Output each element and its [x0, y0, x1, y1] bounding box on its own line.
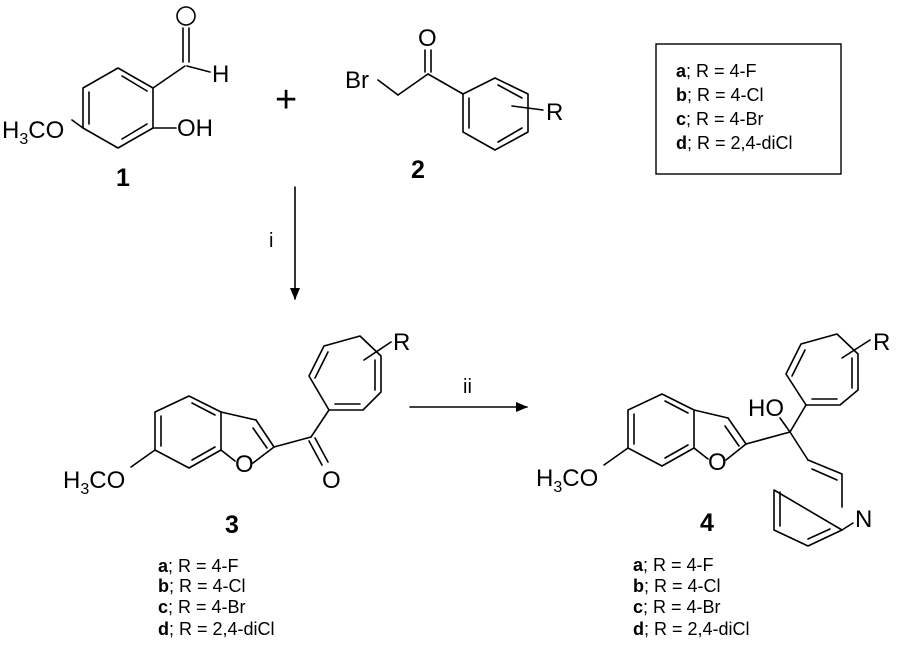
c2-bromine-atom: Br — [345, 67, 369, 94]
c4-benzo-ring — [627, 393, 695, 467]
c4-pyridyl-bond — [789, 431, 809, 461]
c3-variant-d: d; R = 2,4-diCl — [158, 619, 275, 639]
c4-pyridine-ring — [773, 459, 843, 547]
c3-furan-double-bond — [255, 419, 275, 448]
c3-r-group: R — [393, 329, 410, 356]
c3-furan-double-bond — [252, 427, 268, 449]
substituent-box-list: a; R = 4-F b; R = 4-Cl c; R = 4-Br d; R … — [676, 61, 793, 153]
c3-variant-b: b; R = 4-Cl — [158, 576, 246, 596]
c4-benzo-double-bond — [664, 400, 689, 414]
c3-carbonyl-bond — [273, 436, 312, 448]
c4-aryl-ring — [785, 333, 859, 406]
c4-r-bond — [841, 339, 871, 359]
box-item-d: d; R = 2,4-diCl — [676, 133, 793, 153]
box-item-b: b; R = 4-Cl — [676, 85, 764, 105]
c3-furan-bond — [220, 411, 257, 421]
c4-r-group: R — [873, 329, 890, 356]
c4-variant-d: d; R = 2,4-diCl — [633, 619, 750, 639]
c1-ome-bond — [71, 119, 84, 129]
c4-variant-a: a; R = 4-F — [633, 555, 714, 575]
c3-furan-oxygen: O — [235, 451, 254, 478]
c4-aryl-bond — [789, 404, 807, 433]
compound-2-label: 2 — [411, 156, 425, 184]
compound-4: O HO R N H3CO 4 a; R = 4-F b; R = 4-Cl c… — [536, 329, 890, 639]
c4-furan-bond — [693, 447, 709, 460]
c3-aryl-double-bond — [314, 351, 329, 379]
c3-variant-a: a; R = 4-F — [158, 556, 239, 576]
c1-oxygen-atom — [176, 6, 196, 26]
c4-pyridine-nitrogen: N — [855, 506, 872, 533]
compound-2: Br O R 2 — [345, 25, 563, 184]
c4-benzo-double-bond — [664, 444, 689, 459]
step-ii-label: ii — [463, 376, 472, 398]
c4-furan-bond — [725, 443, 747, 461]
c4-ome-bond — [603, 447, 629, 466]
compound-3: O O R H3CO 3 a; R = 4-F b; R = 4-Cl c; R… — [63, 329, 410, 639]
c3-variant-c: c; R = 4-Br — [158, 597, 246, 617]
c4-furan-double-bond — [727, 417, 747, 445]
c4-variant-b: b; R = 4-Cl — [633, 576, 721, 596]
c2-r-bond — [511, 105, 544, 111]
c4-furan-bond — [693, 409, 729, 419]
c4-aryl-double-bond — [791, 349, 806, 377]
c3-keto-oxygen: O — [322, 467, 341, 494]
compound-1-label: 1 — [116, 164, 130, 192]
plus-sign: + — [275, 79, 297, 121]
c3-co-double-bond — [314, 437, 329, 463]
c2-aryl-double-bond — [497, 84, 523, 99]
c1-double-bond — [121, 123, 148, 140]
step-i-label: i — [269, 230, 273, 252]
c2-aryl-ring — [462, 77, 529, 151]
c2-cc-bond — [397, 73, 429, 96]
box-item-a: a; R = 4-F — [676, 61, 757, 81]
c4-furan-oxygen: O — [708, 449, 727, 476]
compound-3-label: 3 — [225, 511, 239, 539]
c1-cho-bond — [152, 65, 186, 89]
box-item-c: c; R = 4-Br — [676, 109, 764, 129]
c1-h-atom: H — [212, 61, 229, 88]
c3-r-bond — [363, 341, 392, 361]
c4-methoxy-group: H3CO — [536, 465, 598, 496]
c2-cbr-bond — [377, 79, 399, 96]
c1-oh-group: OH — [177, 115, 213, 142]
compound-4-label: 4 — [700, 509, 714, 537]
c3-benzo-ring — [154, 395, 222, 469]
c2-aryl-bond — [427, 73, 464, 95]
c2-aryl-double-bond — [497, 127, 523, 143]
c3-methoxy-group: H3CO — [63, 467, 125, 498]
c4-pyridine-bond — [841, 522, 854, 531]
c4-oh-bond — [779, 417, 791, 433]
c1-methoxy-group: H3CO — [2, 117, 64, 148]
c3-aryl-ring — [308, 335, 382, 411]
c3-ome-bond — [130, 449, 156, 468]
c3-aryl-bond — [310, 409, 330, 438]
c3-furan-bond — [220, 449, 236, 462]
c3-co-double-bond — [308, 440, 323, 466]
c2-r-group: R — [546, 99, 563, 126]
c4-furan-double-bond — [724, 425, 740, 447]
c3-furan-bond — [252, 446, 275, 464]
compound-1: H OH H3CO 1 — [2, 6, 229, 192]
c1-ch-bond — [186, 65, 211, 73]
c3-benzo-double-bond — [191, 402, 216, 416]
c1-double-bond — [121, 75, 148, 92]
c4-hydroxyl-group: HO — [748, 395, 784, 422]
c4-quaternary-bond — [745, 431, 791, 445]
c2-oxygen-atom: O — [418, 25, 437, 52]
c4-variant-c: c; R = 4-Br — [633, 597, 721, 617]
c4-pyridine-double-bond — [807, 528, 831, 540]
c1-benzene-ring — [82, 67, 154, 149]
substituent-box — [655, 43, 842, 175]
c4-pyridine-double-bond — [811, 468, 838, 481]
c3-benzo-double-bond — [191, 446, 216, 461]
